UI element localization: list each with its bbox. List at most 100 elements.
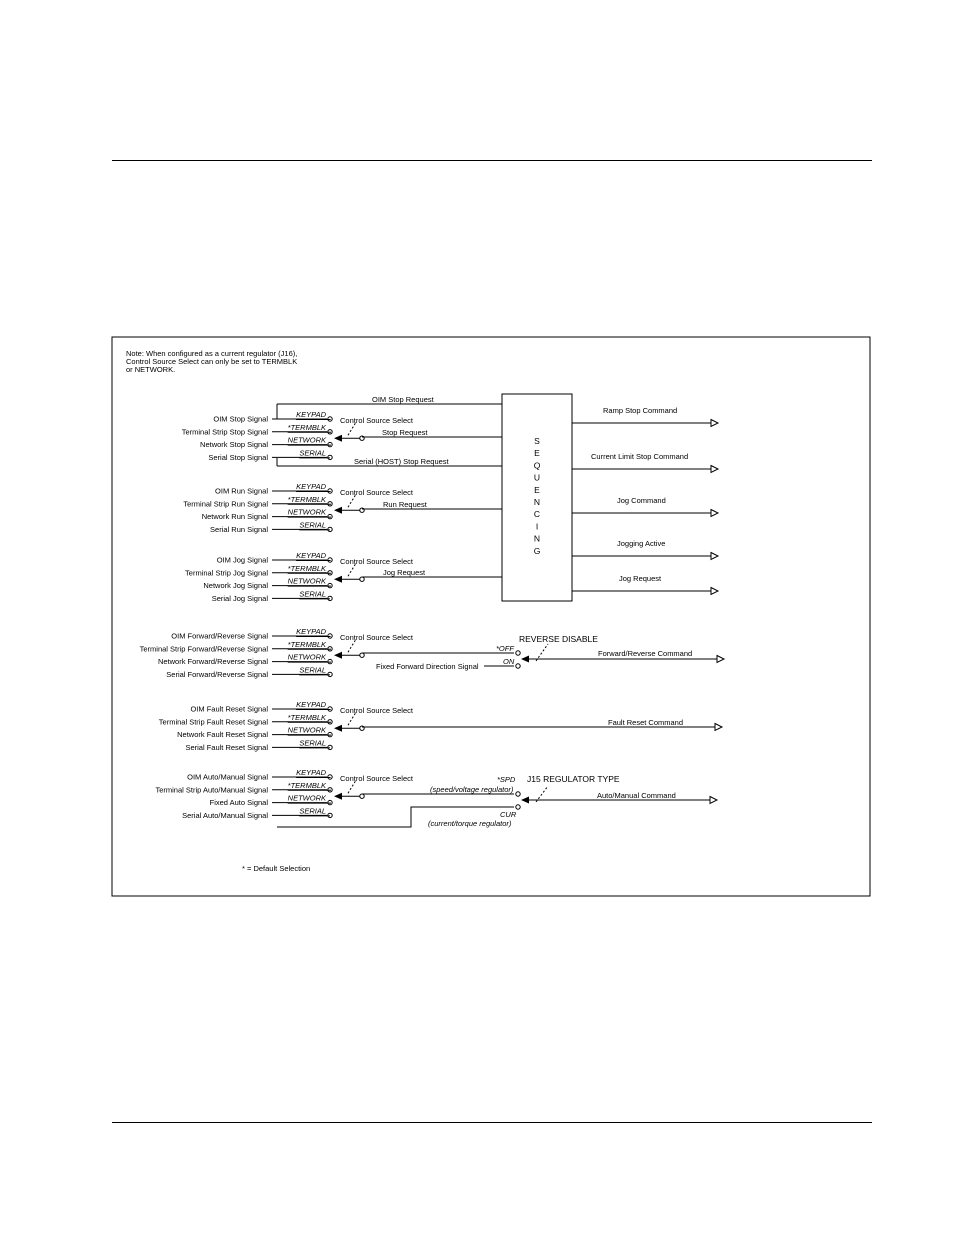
control-source-select-label: Control Source Select — [340, 557, 414, 566]
position-label: NETWORK — [288, 577, 327, 586]
input-signal-label: Network Run Signal — [202, 512, 269, 521]
control-source-select-label: Control Source Select — [340, 488, 414, 497]
selector-switch-arrow — [334, 792, 342, 800]
position-label: SERIAL — [299, 520, 326, 529]
position-label: *TERMBLK — [288, 423, 327, 432]
position-label: SERIAL — [299, 738, 326, 747]
input-signal-label: Network Jog Signal — [203, 581, 268, 590]
auto-manual-selector: OIM Auto/Manual Signal KEYPAD Terminal Str… — [155, 768, 413, 820]
spd-label: *SPD — [497, 775, 516, 784]
fault-reset-selector: OIM Fault Reset Signal KEYPAD Terminal Str… — [159, 700, 414, 752]
bottom-rule — [112, 1122, 872, 1123]
selector-output-contact — [359, 576, 365, 582]
sequencing-letter: C — [534, 509, 540, 519]
fwdrev-switch-arrow — [521, 655, 529, 663]
sequencing-letter: G — [534, 546, 541, 556]
sequencing-letter: N — [534, 497, 540, 507]
auto-manual-output-label: Auto/Manual Command — [597, 791, 676, 800]
selector-dash — [347, 711, 357, 726]
input-signal-label: Network Fault Reset Signal — [177, 730, 268, 739]
input-signal-label: Terminal Strip Fault Reset Signal — [159, 717, 269, 726]
position-label: KEYPAD — [296, 482, 326, 491]
input-signal-label: OIM Fault Reset Signal — [190, 705, 268, 714]
input-signal-label: Terminal Strip Auto/Manual Signal — [155, 785, 268, 794]
input-signal-label: Serial Forward/Reverse Signal — [166, 670, 268, 679]
fault-reset-out-arrow — [714, 722, 724, 732]
sequencing-output-label: Ramp Stop Command — [603, 406, 677, 415]
input-signal-label: OIM Jog Signal — [217, 556, 269, 565]
position-label: NETWORK — [288, 436, 327, 445]
selector-dash — [347, 421, 357, 436]
selector-switch-arrow — [334, 434, 342, 442]
cur-desc: (current/torque regulator) — [428, 819, 512, 828]
fwdrev-out-arrow — [716, 654, 726, 664]
fwdrev-on-contact — [515, 663, 521, 669]
selector-switch-arrow — [334, 506, 342, 514]
input-signal-label: Network Forward/Reverse Signal — [158, 657, 268, 666]
position-label: *TERMBLK — [288, 713, 327, 722]
input-signal-label: Terminal Strip Stop Signal — [182, 427, 269, 436]
fwdrev-off-label: *OFF — [496, 644, 514, 653]
sequencing-letter: S — [534, 436, 540, 446]
control-source-select-label: Control Source Select — [340, 706, 414, 715]
diagram-frame — [111, 336, 871, 897]
regulator-type-dash — [535, 785, 549, 803]
selector-contact — [327, 441, 333, 448]
run-request-label: Run Request — [383, 500, 428, 509]
jog-request-label: Jog Request — [383, 568, 426, 577]
position-label: KEYPAD — [296, 410, 326, 419]
fixed-auto-mode-line — [277, 806, 514, 828]
sequencing-letter: I — [536, 521, 538, 531]
selector-dash — [347, 562, 357, 577]
input-signal-label: OIM Auto/Manual Signal — [187, 773, 268, 782]
fwdrev-output-label: Forward/Reverse Command — [598, 649, 692, 658]
auto-manual-out-arrow — [709, 795, 719, 805]
fwdrev-on-label: ON — [503, 657, 515, 666]
selector-dash — [347, 493, 357, 508]
input-signal-label: OIM Run Signal — [215, 487, 268, 496]
selector-dash — [347, 779, 357, 794]
position-label: KEYPAD — [296, 700, 326, 709]
selector-output-contact — [359, 652, 365, 658]
control-source-select-label: Control Source Select — [340, 416, 414, 425]
position-label: NETWORK — [288, 794, 327, 803]
input-signal-label: Serial Fault Reset Signal — [185, 743, 268, 752]
input-signal-label: Serial Jog Signal — [212, 594, 269, 603]
sequencing-letter: E — [534, 485, 540, 495]
sequencing-letter: Q — [534, 460, 541, 470]
position-label: SERIAL — [299, 448, 326, 457]
sequencing-output-arrow — [710, 508, 720, 518]
fixed-forward-label: Fixed Forward Direction Signal — [376, 662, 479, 671]
input-signal-label: Terminal Strip Forward/Reverse Signal — [140, 644, 269, 653]
cur-contact — [515, 804, 521, 810]
input-signal-label: Fixed Auto Signal — [210, 798, 269, 807]
run-selector: OIM Run Signal KEYPAD Terminal Strip Run S… — [183, 482, 413, 534]
spd-contact — [515, 791, 521, 797]
position-label: KEYPAD — [296, 551, 326, 560]
note-line-3: or NETWORK. — [126, 365, 175, 374]
sequencing-letter: N — [534, 534, 540, 544]
top-rule — [112, 160, 872, 161]
position-label: SERIAL — [299, 589, 326, 598]
input-signal-label: Network Stop Signal — [200, 440, 268, 449]
position-label: *TERMBLK — [288, 640, 327, 649]
position-label: SERIAL — [299, 665, 326, 674]
sequencing-output-arrow — [710, 418, 720, 428]
stop-request-label: Stop Request — [382, 428, 428, 437]
position-label: *TERMBLK — [288, 495, 327, 504]
sequencing-output-label: Jog Request — [619, 574, 662, 583]
regulator-switch-arrow — [521, 796, 529, 804]
position-label: KEYPAD — [296, 768, 326, 777]
sequencing-output-label: Jogging Active — [617, 539, 665, 548]
input-signal-label: OIM Forward/Reverse Signal — [171, 632, 268, 641]
reverse-disable-dash — [535, 643, 549, 662]
sequencing-block — [501, 393, 573, 602]
position-label: KEYPAD — [296, 627, 326, 636]
note-line-1: Note: When configured as a current regul… — [126, 349, 297, 358]
sequencing-output-arrow — [710, 551, 720, 561]
sequencing-output-label: Current Limit Stop Command — [591, 452, 688, 461]
input-signal-label: Terminal Strip Run Signal — [183, 499, 268, 508]
